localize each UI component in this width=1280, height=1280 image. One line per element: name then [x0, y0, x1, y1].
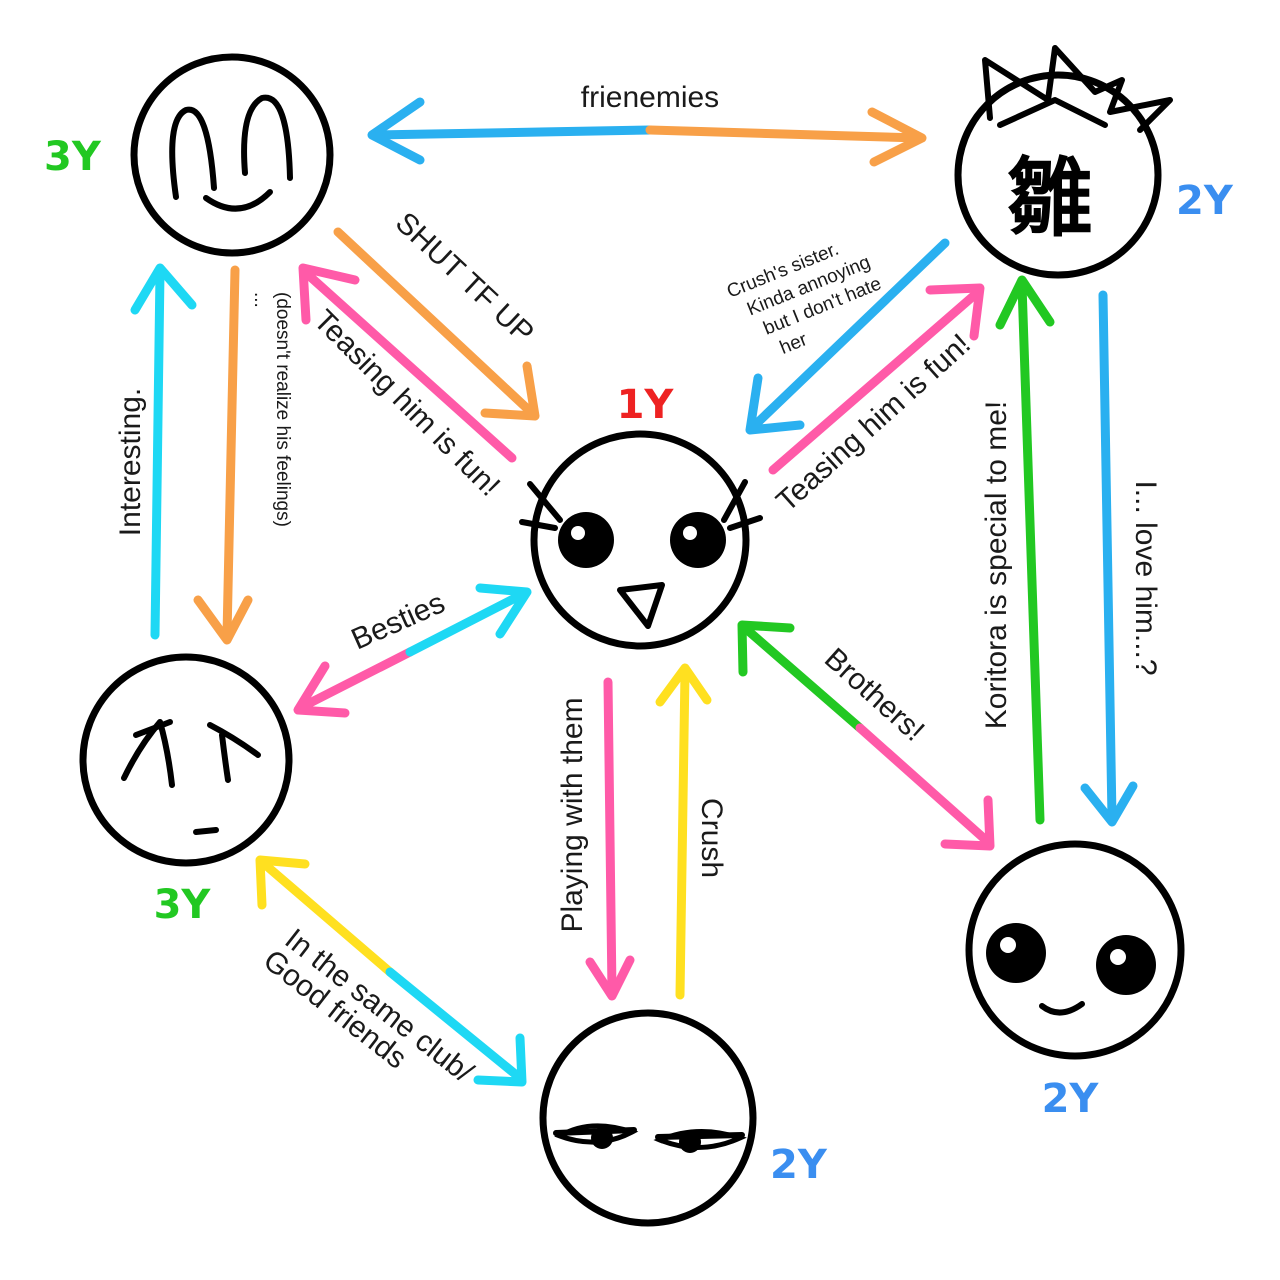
besties-arrow	[293, 583, 532, 718]
year-badge-mid-left: 3Y	[154, 882, 212, 928]
frienemies-label: frienemies	[581, 81, 719, 114]
teasing-left-label: Teasing him is fun!	[307, 304, 506, 503]
crush-label: Crush	[695, 798, 728, 878]
worried-face-icon	[79, 653, 293, 867]
shut-up-label: SHUT TF UP	[389, 206, 540, 350]
frienemies-arrow	[367, 97, 927, 167]
doesnt-realize-arrow	[193, 265, 253, 645]
crush-sister-label: Crush's sister. Kinda annoying but I don…	[724, 239, 884, 359]
year-badge-top-right: 2Y	[1176, 178, 1234, 224]
interesting-label: Interesting.	[114, 388, 147, 536]
teasing-left-arrow	[298, 263, 517, 463]
svg-text:...: ...	[250, 292, 271, 308]
doesnt-realize-label: ... (doesn't realize his feelings)	[250, 292, 293, 527]
year-badge-bottom-right: 2Y	[1042, 1076, 1100, 1122]
year-badge-bottom-center: 2Y	[770, 1142, 828, 1188]
year-badge-center: 1Y	[617, 382, 675, 428]
teasing-right-arrow	[768, 283, 985, 475]
half-lidded-face-icon	[539, 1009, 757, 1227]
hina-kanji-face-icon: 雛	[954, 45, 1173, 279]
svg-text:(doesn't realize his feelings): (doesn't realize his feelings)	[272, 292, 293, 527]
same-club-arrow	[255, 855, 527, 1087]
smiling-face-icon	[130, 53, 334, 257]
brothers-label: Brothers!	[818, 642, 931, 748]
love-him-arrow	[1080, 290, 1138, 827]
interesting-arrow	[130, 263, 197, 640]
crush-arrow	[655, 663, 712, 1000]
shut-up-arrow	[333, 227, 540, 421]
year-badge-top-left: 3Y	[44, 134, 102, 180]
big-eyed-face-icon	[519, 430, 763, 650]
besties-label: Besties	[346, 586, 449, 656]
round-eyed-smile-icon	[965, 840, 1185, 1060]
playing-arrow	[585, 677, 635, 1001]
koritora-arrow	[995, 275, 1055, 825]
love-him-label: I... love him...?	[1129, 480, 1162, 675]
brothers-arrow	[737, 620, 995, 851]
koritora-label: Koritora is special to me!	[980, 401, 1013, 729]
crush-sister-arrow	[745, 238, 950, 435]
playing-label: Playing with them	[556, 697, 589, 932]
kanji-glyph: 雛	[1007, 151, 1093, 247]
